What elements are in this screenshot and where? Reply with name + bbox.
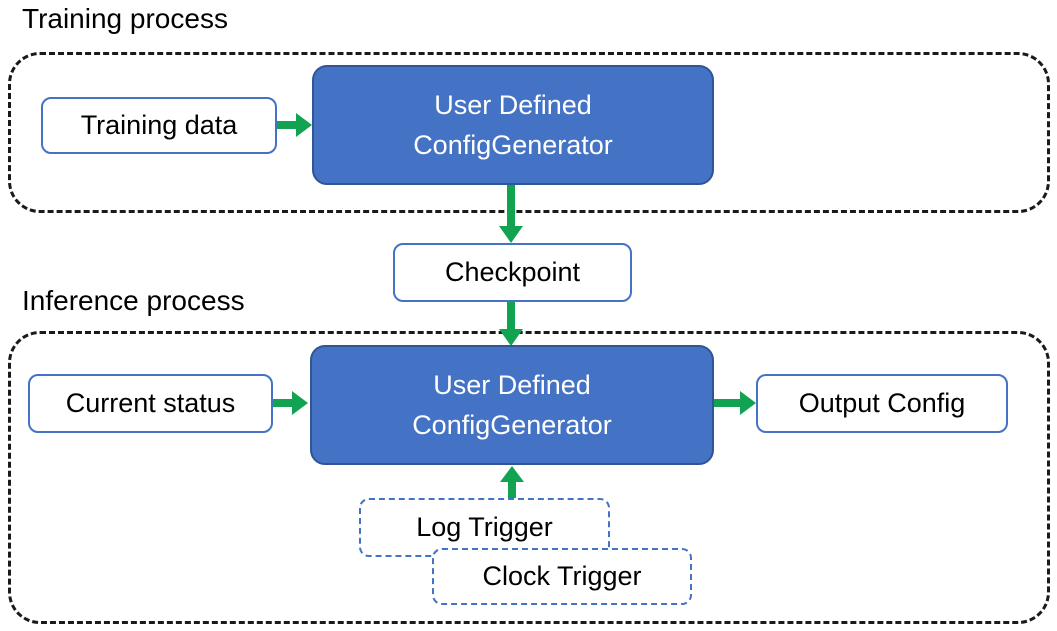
training-generator-box: User Defined ConfigGenerator [312,65,714,185]
output-config-box: Output Config [756,374,1008,433]
arrow-current-status-to-generator [273,391,308,415]
training-process-container [8,52,1050,213]
arrow-training-data-to-generator [277,113,312,137]
checkpoint-box: Checkpoint [393,243,632,302]
current-status-label: Current status [65,388,236,418]
inference-process-container [8,331,1050,624]
log-trigger-box: Log Trigger [359,498,610,557]
training-process-title: Training process [22,3,228,34]
training-generator-line2: ConfigGenerator [413,130,613,160]
log-trigger-label: Log Trigger [416,512,553,542]
output-config-label: Output Config [798,388,966,418]
clock-trigger-box: Clock Trigger [432,548,692,605]
inference-process-title: Inference process [22,285,245,316]
checkpoint-label: Checkpoint [444,257,581,287]
inference-generator-box: User Defined ConfigGenerator [310,345,714,465]
arrow-generator-to-checkpoint [499,185,523,243]
inference-generator-line2: ConfigGenerator [412,410,612,440]
training-data-label: Training data [80,110,238,140]
arrow-checkpoint-to-inference-generator [499,302,523,346]
clock-trigger-label: Clock Trigger [482,561,642,591]
inference-generator-line1: User Defined [433,370,591,400]
current-status-box: Current status [28,374,273,433]
arrow-triggers-to-generator [500,466,524,498]
training-data-box: Training data [41,97,277,154]
training-generator-line1: User Defined [434,90,592,120]
arrow-generator-to-output-config [714,391,756,415]
